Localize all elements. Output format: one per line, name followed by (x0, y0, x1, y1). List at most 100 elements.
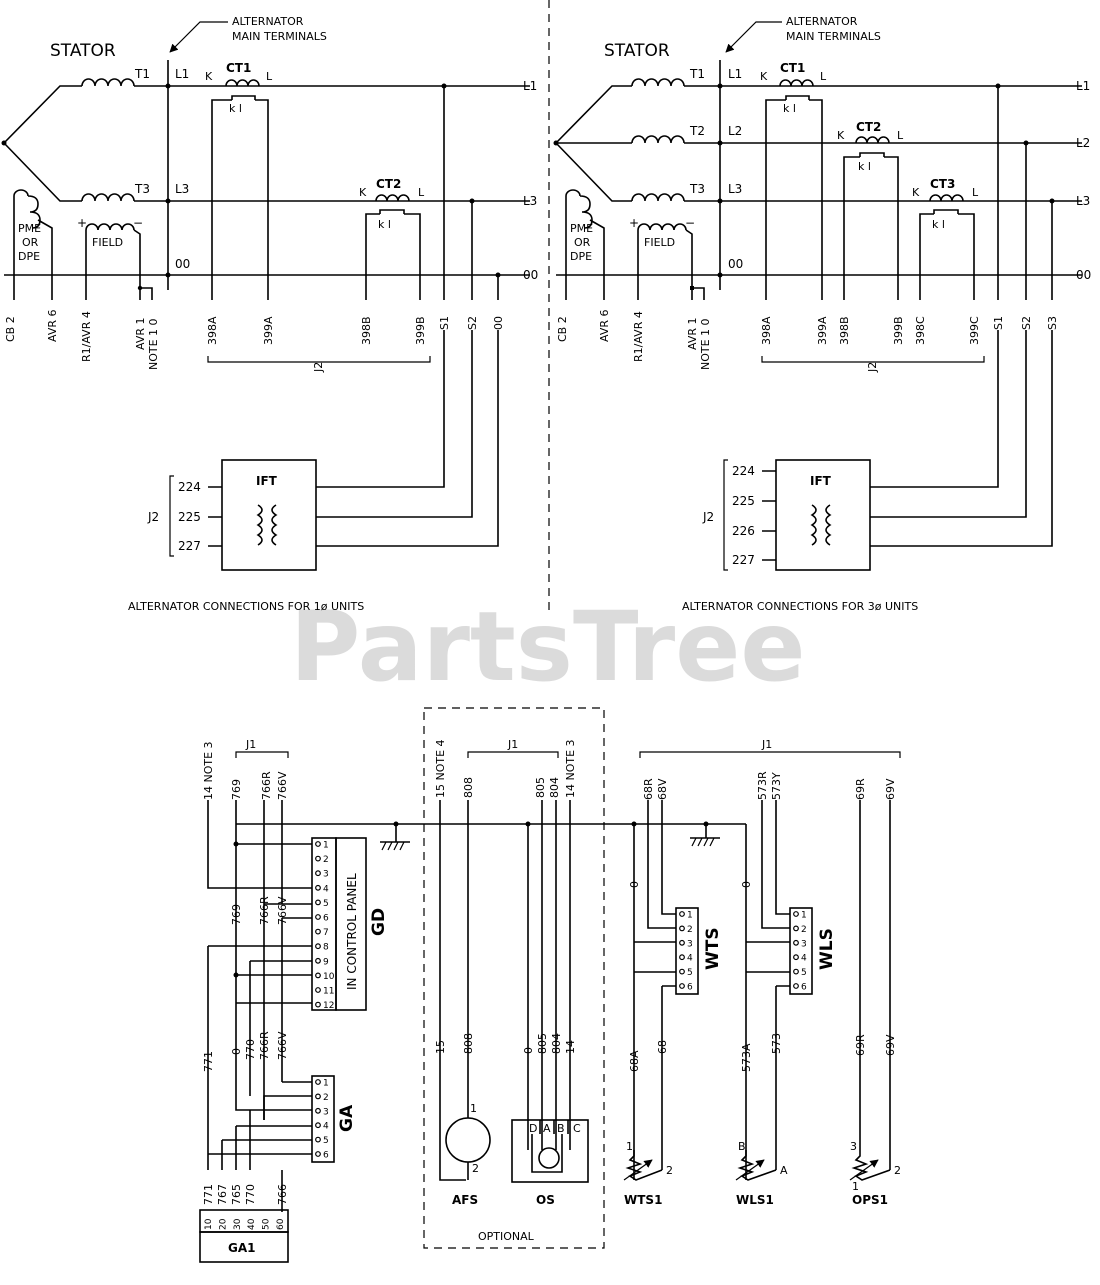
wire-cb2: CB 2 (4, 316, 17, 342)
wts-pin-dot (679, 954, 685, 961)
wts1-pin2: 2 (666, 1164, 673, 1177)
single-phase-section: STATOR ALTERNATOR MAIN TERMINALS T1 T3 L… (1, 15, 538, 613)
w3-avr6: AVR 6 (598, 310, 611, 342)
wls-label: WLS (817, 928, 837, 970)
top-15note4: 15 NOTE 4 (434, 739, 447, 798)
ift-j2-3ph: J2 (702, 510, 714, 524)
os-14: 14 (564, 1040, 577, 1054)
three-phase-section: STATOR ALTERNATOR MAIN TERMINALS T1 T2 T… (553, 15, 1091, 613)
ct1-kl: k l (229, 102, 242, 115)
l00-label: 00 (175, 257, 190, 271)
node (165, 198, 171, 204)
wls1-sender (737, 1150, 777, 1181)
terminals-3ph-2: MAIN TERMINALS (786, 30, 881, 43)
afs-808: 808 (462, 1033, 475, 1054)
out-00-label: 00 (523, 268, 538, 282)
node (525, 821, 531, 827)
gd-pin-dot (315, 987, 321, 993)
ift-feed-3ph (870, 330, 1053, 547)
ga-mid-771: 771 (202, 1051, 215, 1072)
lower-section: 14 NOTE 3 769 766R 766V J1 IN CONTROL PA… (199, 707, 901, 1263)
ga1-767: 767 (216, 1184, 229, 1205)
wls-pin-dot (793, 911, 799, 917)
w3-s1: S1 (992, 316, 1005, 330)
ift-j2-bracket-3ph (723, 459, 728, 571)
out-l3-3ph: L3 (1076, 194, 1090, 208)
node (165, 272, 171, 278)
l1-3ph: L1 (728, 67, 742, 81)
os-pin-d: D (529, 1122, 537, 1135)
gd-mid-766r: 766R (258, 896, 271, 925)
gd-pin-dot (315, 914, 321, 920)
l3-3ph: L3 (728, 182, 742, 196)
wls-pin-dot (793, 925, 799, 932)
ga-pin-strip (311, 1075, 335, 1163)
gd-panel-label: IN CONTROL PANEL (345, 873, 359, 990)
wts1-pin1: 1 (626, 1140, 633, 1153)
field-leads-3ph (637, 229, 693, 300)
j1-bracket-right (639, 751, 901, 758)
watermark: PartsTree (290, 591, 805, 703)
ift-j2-bracket (169, 475, 174, 557)
gd-pin-dot (315, 899, 321, 906)
wls-pin-3: 3 (801, 939, 807, 949)
top-69v: 69V (884, 778, 897, 800)
gd-lower-wires (207, 945, 312, 1170)
wls-pin-1: 1 (801, 911, 807, 921)
node (495, 272, 501, 278)
w3-r1avr4: R1/AVR 4 (632, 311, 645, 362)
gd-pin-3: 3 (323, 870, 329, 880)
ga1-pin-60: 60 (276, 1218, 286, 1230)
ift-pin-225: 225 (178, 510, 201, 524)
top-68r: 68R (642, 778, 655, 800)
wts-0: 0 (628, 881, 641, 888)
ct3-3ph-coil (929, 194, 964, 202)
top-766v: 766V (276, 771, 289, 800)
wls1-label: WLS1 (736, 1193, 774, 1207)
ga1-pin-20: 20 (218, 1218, 228, 1230)
wls-0: 0 (740, 881, 753, 888)
ct2-3ph-kl: k l (858, 160, 871, 173)
ga-pin-1: 1 (323, 1079, 329, 1089)
out-l2-3ph: L2 (1076, 136, 1090, 150)
ops-wires (859, 800, 891, 1170)
w3-avr1: AVR 1 (686, 318, 699, 350)
wls-pin-dot (793, 939, 799, 946)
ct3-3ph-l: L (972, 186, 979, 199)
node (233, 972, 239, 978)
ga-pin-dot (315, 1151, 321, 1157)
ct2-3ph-coil (855, 136, 890, 144)
out-l3-label: L3 (523, 194, 537, 208)
node (717, 140, 723, 146)
stator-wire-t1 (3, 85, 82, 144)
j1-bracket-left (235, 751, 289, 758)
terminals-arrow (169, 21, 228, 53)
ga-pin-dot (315, 1136, 321, 1143)
ct2-leads (365, 209, 421, 300)
gd-mid-766v: 766V (276, 896, 289, 925)
wls1-arrow (735, 1159, 765, 1181)
pme-3ph-2: OR (574, 236, 591, 249)
ift-box (221, 459, 317, 571)
node (1049, 198, 1055, 204)
ground-hatch-1 (381, 841, 405, 851)
ift-label: IFT (256, 474, 278, 488)
wire-399a: 399A (262, 316, 275, 345)
ct1-3ph-leads (765, 95, 823, 300)
wls-pin-dot (793, 954, 799, 961)
wts-pin-6: 6 (687, 983, 693, 993)
afs-label: AFS (452, 1193, 478, 1207)
top-14note3: 14 NOTE 3 (202, 741, 215, 800)
gd-pin-12: 12 (323, 1001, 334, 1011)
gd-mid-769: 769 (230, 904, 243, 925)
ops1-label: OPS1 (852, 1193, 888, 1207)
ga1-pin-40: 40 (247, 1218, 257, 1230)
ct1-3ph-kl: k l (783, 102, 796, 115)
ga1-771: 771 (202, 1184, 215, 1205)
ct1-3ph-coil (779, 79, 814, 87)
ct1-leads (211, 95, 269, 300)
w3-398b: 398B (838, 316, 851, 345)
gd-pin-6: 6 (323, 914, 329, 924)
w3-s3: S3 (1046, 316, 1059, 330)
t3-3ph: T3 (689, 182, 705, 196)
